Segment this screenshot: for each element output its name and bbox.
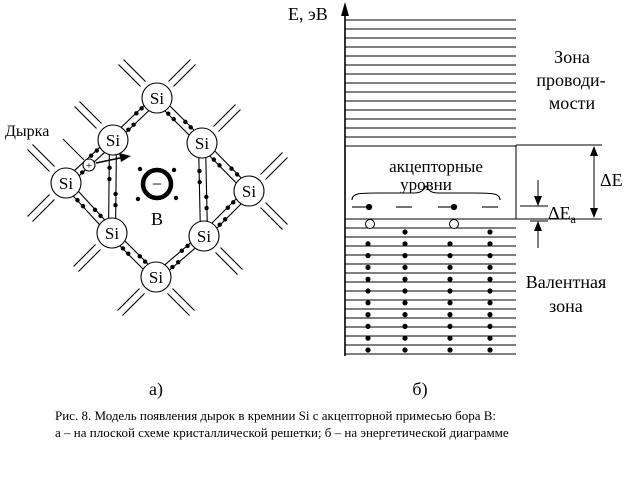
delta-ea-label: ΔEa [548, 203, 577, 226]
conduction-band-label-1: Зона [554, 47, 590, 67]
delta-ea-arrow-up [534, 221, 542, 231]
silicon-atom [141, 82, 173, 114]
delta-e-label: ΔE [600, 170, 623, 190]
silicon-atom [97, 124, 129, 156]
valence-hole-1 [365, 219, 375, 229]
silicon-atom-label: Si [197, 227, 211, 246]
delta-ea-symbol: ΔE [548, 203, 571, 223]
silicon-atom-label: Si [149, 268, 163, 287]
silicon-atom [233, 175, 265, 207]
hole [82, 158, 96, 172]
silicon-atom-label: Si [59, 174, 73, 193]
silicon-atom [188, 220, 220, 252]
hole-sign: + [86, 160, 92, 172]
delta-e-dimension [516, 144, 602, 220]
delta-e-arrow-top [590, 146, 598, 156]
hole-label: Дырка [5, 123, 49, 140]
conduction-band-label-2: проводи- [536, 70, 605, 90]
delta-ea-subscript: a [571, 212, 577, 226]
boron-ion [140, 167, 174, 201]
panel-a-label: а) [149, 379, 163, 400]
acceptor-level-dashes [352, 203, 498, 211]
acceptor-levels-label-2: уровни [400, 175, 452, 194]
boron-label: B [151, 209, 163, 229]
boron-ion-charge: − [152, 174, 162, 194]
silicon-atom [96, 217, 128, 249]
valence-electrons [365, 229, 493, 353]
silicon-atom [186, 127, 218, 159]
silicon-atom [50, 167, 82, 199]
electron-transfer-arrow [95, 153, 131, 164]
delta-ea-dimension [520, 180, 548, 248]
figure-caption-line-1: Рис. 8. Модель появления дырок в кремнии… [55, 408, 497, 423]
hole-pointer-line [62, 138, 85, 161]
silicon-atom [140, 261, 172, 293]
figure-caption-line-2: а – на плоской схеме кристаллической реш… [55, 425, 509, 440]
silicon-atom-label: Si [105, 224, 119, 243]
silicon-atom-label: Si [242, 182, 256, 201]
acceptor-levels-label-1: акцепторные [389, 157, 483, 176]
panel-b-label: б) [412, 379, 427, 400]
acceptor-levels-brace [351, 185, 501, 201]
silicon-atom-label: Si [150, 89, 164, 108]
delta-e-arrow-bottom [590, 208, 598, 218]
valence-band-levels [345, 218, 516, 355]
energy-axis-arrowhead [341, 2, 349, 16]
valence-band-label-1: Валентная [526, 272, 607, 292]
energy-axis-label: E, эВ [288, 4, 328, 24]
silicon-atom-label: Si [195, 134, 209, 153]
delta-ea-arrow-down [534, 196, 542, 206]
silicon-atom-label: Si [106, 131, 120, 150]
bond-electrons [75, 106, 240, 270]
energy-diagram: E, эВ акцепторные уровни ΔE [288, 2, 623, 356]
valence-hole-2 [449, 219, 459, 229]
valence-band-label-2: зона [549, 296, 583, 316]
conduction-band-label-3: мости [549, 93, 596, 113]
conduction-band-levels [345, 19, 516, 147]
